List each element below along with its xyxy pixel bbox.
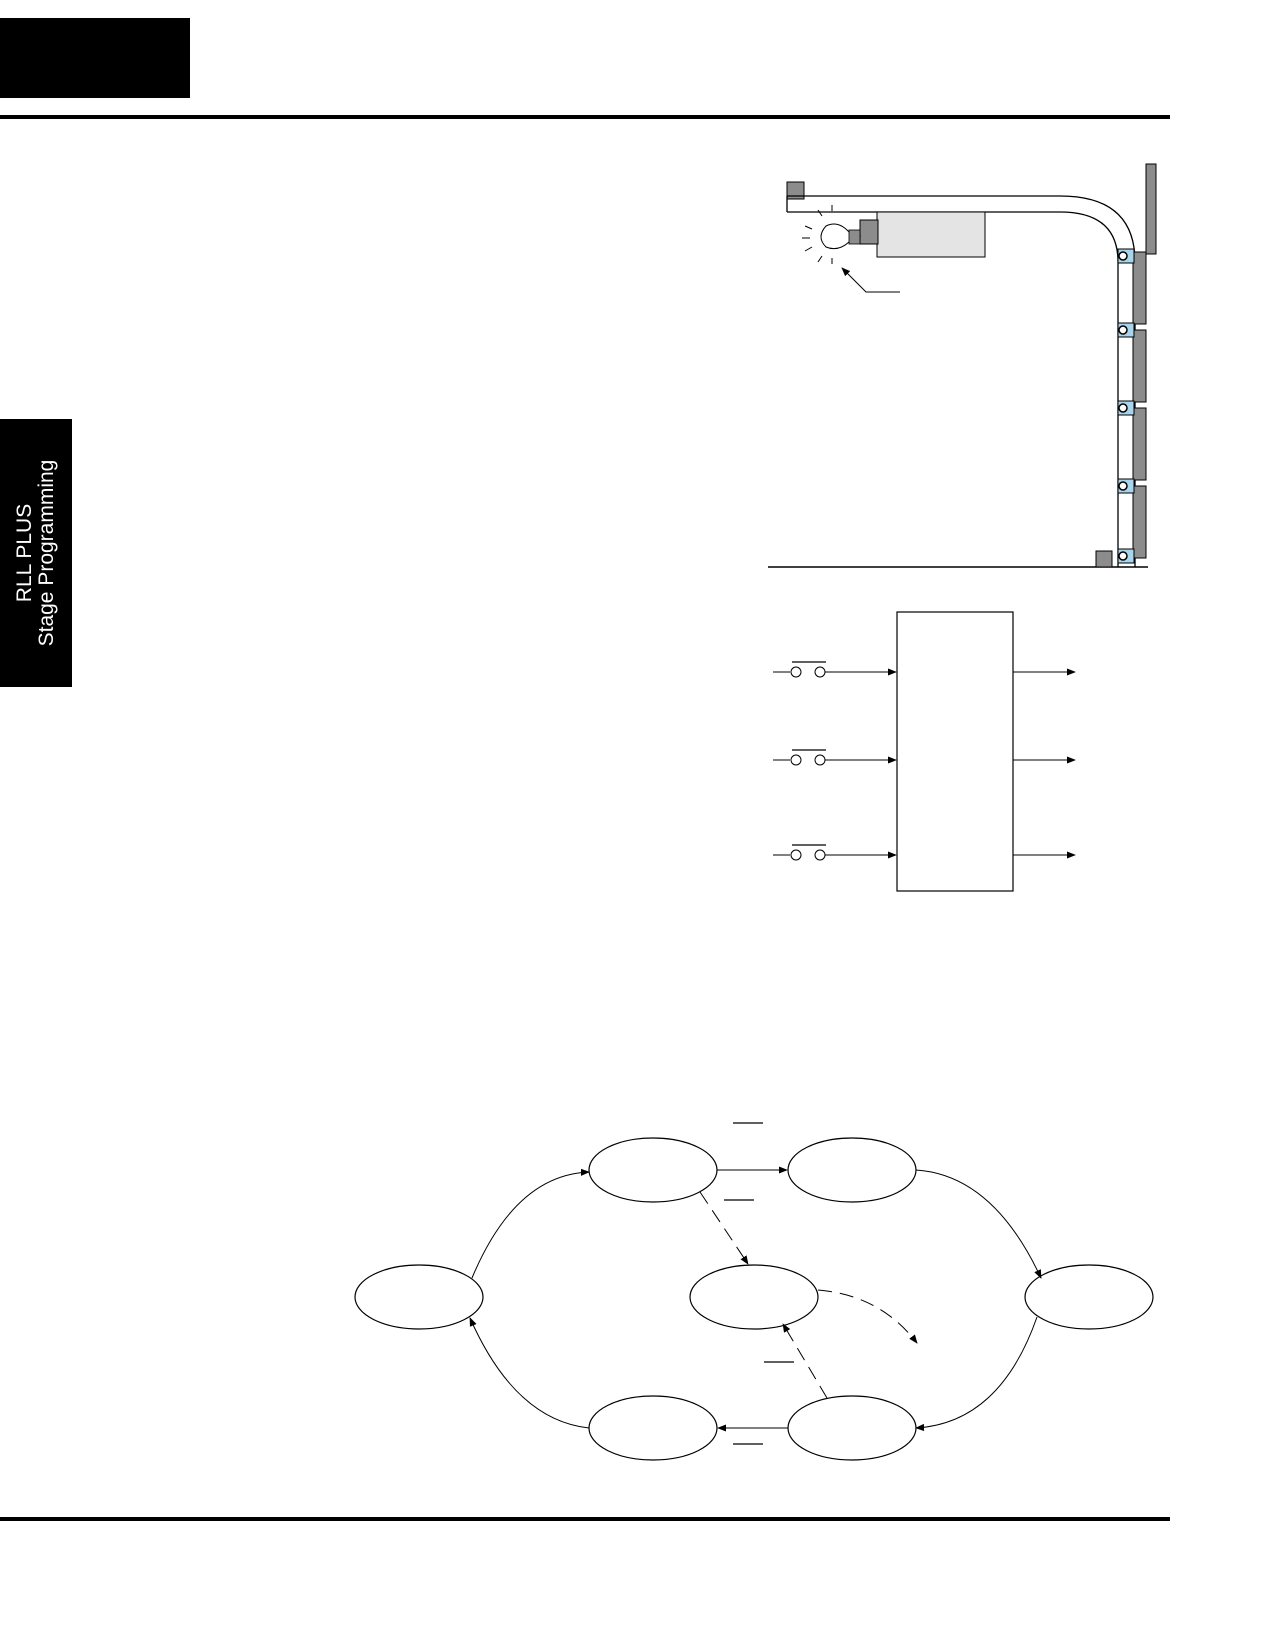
state-center	[689, 1264, 819, 1330]
garage-door-figure	[768, 163, 1157, 568]
motor-mount	[859, 219, 879, 245]
chapter-number-block	[0, 18, 190, 98]
transition-bottomleft-to-left	[469, 1317, 590, 1429]
door-rollers	[1117, 248, 1135, 564]
transition-topleft-to-center	[699, 1191, 749, 1265]
state-bottom-left	[588, 1395, 718, 1461]
state-bottom-right	[787, 1395, 917, 1461]
state-left	[354, 1264, 484, 1330]
section-side-tab[interactable]: RLL PLUS Stage Programming	[0, 419, 72, 687]
footer-rule	[0, 1517, 1170, 1521]
state-top-right	[787, 1137, 917, 1203]
transition-right-to-bottomright	[915, 1316, 1038, 1432]
transition-left-to-topleft	[471, 1168, 590, 1279]
transition-bottomright-to-center	[782, 1323, 828, 1399]
rail-end-bracket	[786, 181, 805, 200]
input-switch-3	[773, 844, 897, 861]
controller-block-diagram	[773, 611, 1076, 892]
door-panels	[1132, 251, 1147, 559]
state-transition-diagram	[354, 1122, 1154, 1461]
transition-center-out	[817, 1289, 918, 1344]
header-rule	[0, 115, 1170, 119]
transition-topright-to-right	[915, 1169, 1042, 1279]
input-switch-1	[773, 661, 897, 678]
state-top-left	[588, 1137, 718, 1203]
light-bulb-icon	[802, 205, 862, 264]
door-track-inner	[787, 211, 1119, 567]
input-switch-2	[773, 749, 897, 766]
state-right	[1024, 1264, 1154, 1330]
opener-motor-box	[876, 211, 986, 258]
floor-bracket	[1095, 550, 1113, 568]
wall-post	[1145, 163, 1157, 255]
controller-box	[896, 611, 1014, 892]
bulb-callout-arrow	[841, 267, 900, 293]
